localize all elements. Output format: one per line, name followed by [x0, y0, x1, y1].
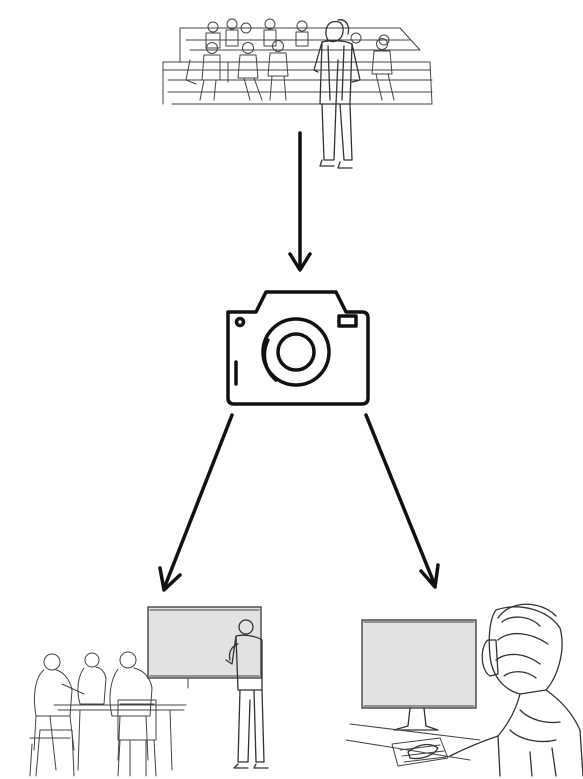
camera-icon [226, 290, 370, 406]
lecture-hall-icon [162, 18, 433, 169]
arrow-camera-to-computer [364, 413, 440, 589]
arrow-lecture-to-camera [288, 131, 312, 272]
computer-viewer-icon [345, 603, 583, 777]
classroom-discussion-icon [29, 606, 269, 777]
arrow-camera-to-classroom [158, 413, 234, 592]
